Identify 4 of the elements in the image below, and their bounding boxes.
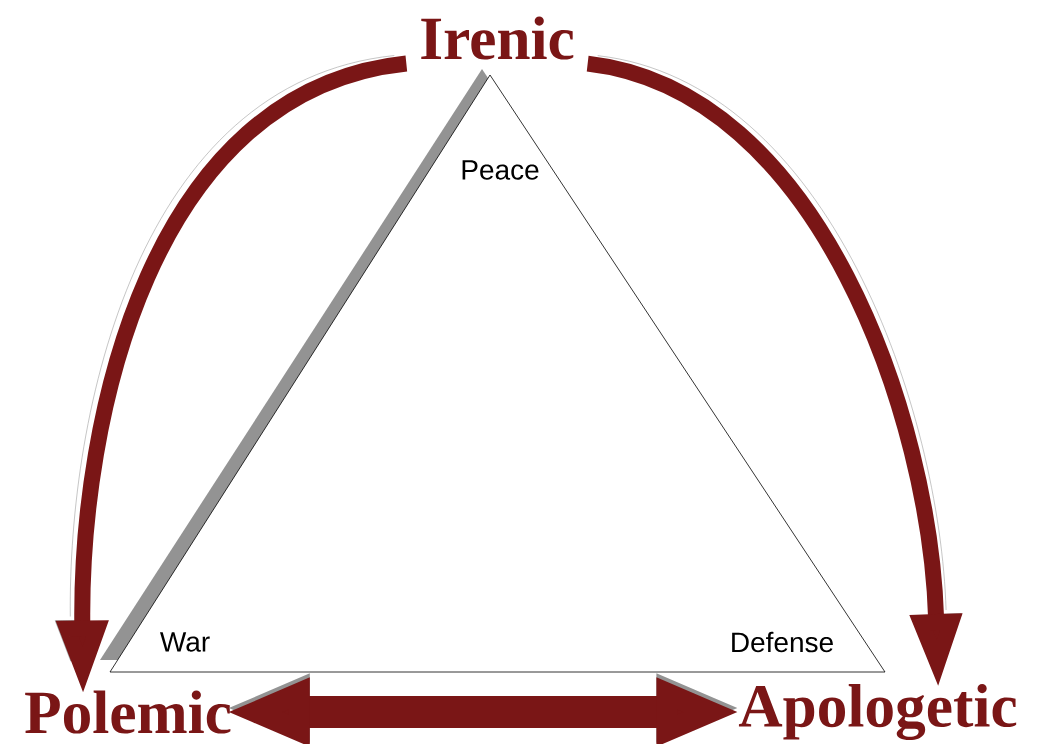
triangle: Peace War Defense xyxy=(100,69,886,673)
term-label: Irenic xyxy=(421,16,574,60)
term-label: Polemic xyxy=(25,690,231,734)
term-label: Apologetic xyxy=(738,683,1017,741)
